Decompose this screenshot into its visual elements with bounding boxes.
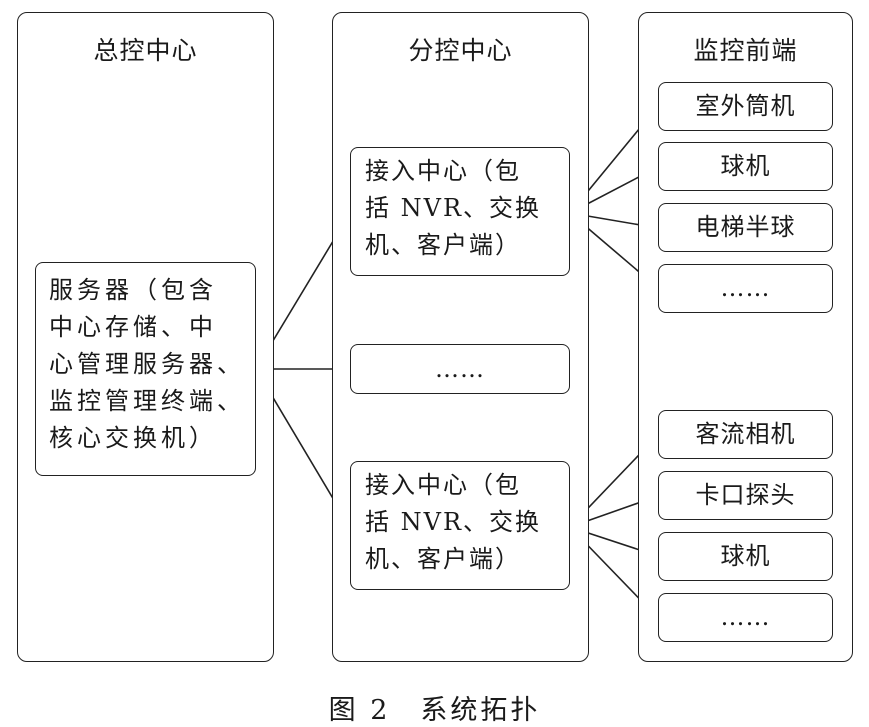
server-line-2: 中心存储、中 <box>49 313 217 341</box>
device-box: …… <box>658 264 833 313</box>
device-box: …… <box>658 593 833 642</box>
device-label: 电梯半球 <box>695 213 796 241</box>
server-line-4: 监控管理终端、 <box>49 387 245 415</box>
device-box: 卡口探头 <box>658 471 833 520</box>
server-line-3: 心管理服务器、 <box>49 350 245 378</box>
access-bottom-line-1: 接入中心（包 <box>365 471 521 499</box>
access-top-line-2: 括 NVR、交换 <box>365 194 542 222</box>
device-box: 室外筒机 <box>658 82 833 131</box>
access-bottom-line-2: 括 NVR、交换 <box>365 508 542 536</box>
device-label: 室外筒机 <box>695 92 796 120</box>
device-box: 球机 <box>658 142 833 191</box>
access-center-top-text: 接入中心（包 括 NVR、交换 机、客户端） <box>365 153 565 264</box>
access-top-line-3: 机、客户端） <box>365 231 521 259</box>
device-label: …… <box>720 274 771 302</box>
figure-caption: 图 2 系统拓扑 <box>328 695 541 726</box>
access-center-top-box: 接入中心（包 括 NVR、交换 机、客户端） <box>350 147 570 276</box>
access-center-bottom-box: 接入中心（包 括 NVR、交换 机、客户端） <box>350 461 570 590</box>
monitoring-front-title: 监控前端 <box>693 36 798 65</box>
server-line-1: 服务器（包含 <box>49 276 217 304</box>
server-text: 服务器（包含 中心存储、中 心管理服务器、 监控管理终端、 核心交换机） <box>49 272 254 457</box>
branch-ellipsis-text: …… <box>435 354 485 383</box>
access-center-bottom-text: 接入中心（包 括 NVR、交换 机、客户端） <box>365 467 565 578</box>
server-box: 服务器（包含 中心存储、中 心管理服务器、 监控管理终端、 核心交换机） <box>35 262 256 476</box>
device-box: 球机 <box>658 532 833 581</box>
device-label: 球机 <box>720 542 771 570</box>
branch-control-title: 分控中心 <box>408 36 513 65</box>
branch-ellipsis-box: …… <box>350 344 570 394</box>
device-box: 电梯半球 <box>658 203 833 252</box>
device-box: 客流相机 <box>658 410 833 459</box>
master-control-title: 总控中心 <box>93 36 198 65</box>
device-label: 卡口探头 <box>695 481 796 509</box>
access-bottom-line-3: 机、客户端） <box>365 545 521 573</box>
access-top-line-1: 接入中心（包 <box>365 157 521 185</box>
device-label: 客流相机 <box>695 420 796 448</box>
device-label: 球机 <box>720 152 771 180</box>
device-label: …… <box>720 603 771 631</box>
server-line-5: 核心交换机） <box>49 424 217 452</box>
